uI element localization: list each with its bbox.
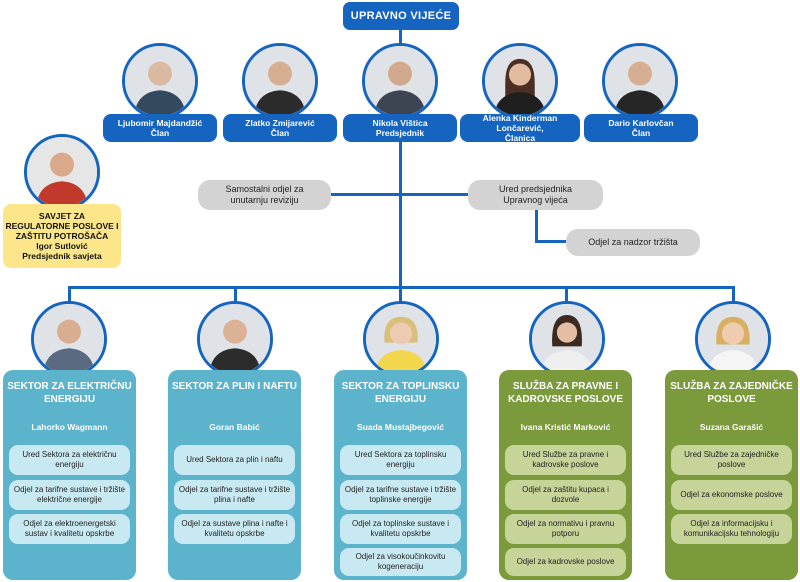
- unit-box: Odjel za normativu i pravnu potporu: [505, 514, 626, 544]
- sector-head-name: Goran Babić: [209, 422, 260, 432]
- connector-sector-2: [234, 286, 237, 306]
- office-line: Upravnog vijeća: [503, 195, 568, 205]
- sector-3-head-photo: [363, 301, 439, 377]
- advisor-title-line2: REGULATORNE POSLOVE I: [5, 221, 119, 231]
- sector-head-name: Lahorko Wagmann: [31, 422, 108, 432]
- member-name: Alenka Kinderman Lončarević,: [482, 113, 558, 133]
- sector-5-head-photo: [695, 301, 771, 377]
- internal-audit-office: Samostalni odjel za unutarnju reviziju: [198, 180, 331, 210]
- member-role: Član: [150, 128, 170, 138]
- connector-market-v: [535, 208, 538, 242]
- sector-title: SEKTOR ZA ELEKTRIČNU ENERGIJU: [7, 381, 132, 405]
- connector-sector-3: [399, 286, 402, 306]
- advisor-box: SAVJET ZA REGULATORNE POSLOVE I ZAŠTITU …: [3, 204, 121, 268]
- board-title: UPRAVNO VIJEĆE: [343, 2, 459, 30]
- member-name: Nikola Vištica: [372, 118, 428, 128]
- board-member-3-label: Nikola Vištica Predsjednik: [343, 114, 457, 142]
- sector-4-head-photo: [529, 301, 605, 377]
- unit-box: Odjel za elektroenergetski sustav i kval…: [9, 514, 130, 544]
- connector-sector-5: [732, 286, 735, 306]
- connector-audit: [330, 193, 470, 196]
- connector-market-h: [535, 240, 567, 243]
- member-role: Predsjednik: [375, 128, 425, 138]
- sector-thermal: SEKTOR ZA TOPLINSKU ENERGIJU Suada Musta…: [334, 370, 467, 580]
- advisor-title-line3: ZAŠTITU POTROŠAČA: [15, 231, 109, 241]
- member-name: Ljubomir Majdandžić: [117, 118, 203, 128]
- board-member-2-photo: [242, 43, 318, 119]
- member-name: Zlatko Zmijarević: [245, 118, 315, 128]
- sector-title: SLUŽBA ZA ZAJEDNIČKE POSLOVE: [670, 381, 793, 405]
- connector-trunk: [399, 140, 402, 288]
- unit-box: Odjel za tarifne sustave i tržište plina…: [174, 480, 295, 510]
- sector-1-head-photo: [31, 301, 107, 377]
- office-line: unutarnju reviziju: [230, 195, 299, 205]
- service-common-affairs: SLUŽBA ZA ZAJEDNIČKE POSLOVE Suzana Gara…: [665, 370, 798, 580]
- board-member-5-label: Dario Karlovčan Član: [584, 114, 698, 142]
- sector-title: SLUŽBA ZA PRAVNE I KADROVSKE POSLOVE: [507, 381, 624, 405]
- advisor-role: Predsjednik savjeta: [22, 251, 102, 261]
- unit-box: Ured Službe za pravne i kadrovske poslov…: [505, 445, 626, 475]
- unit-box: Odjel za toplinske sustave i kvalitetu o…: [340, 514, 461, 544]
- connector-sector-1: [68, 286, 71, 306]
- sector-gas-oil: SEKTOR ZA PLIN I NAFTU Goran Babić Ured …: [168, 370, 301, 580]
- board-member-4-photo: [482, 43, 558, 119]
- member-name: Dario Karlovčan: [608, 118, 674, 128]
- unit-box: Odjel za sustave plina i nafte i kvalite…: [174, 514, 295, 544]
- advisor-title-line1: SAVJET ZA: [38, 211, 86, 221]
- board-member-4-label: Alenka Kinderman Lončarević, Članica: [460, 113, 580, 143]
- office-line: Ured predsjednika: [498, 184, 573, 194]
- service-legal-hr: SLUŽBA ZA PRAVNE I KADROVSKE POSLOVE Iva…: [499, 370, 632, 580]
- sector-head-name: Suada Mustajbegović: [357, 422, 444, 432]
- board-member-3-photo: [362, 43, 438, 119]
- unit-box: Ured Sektora za toplinsku energiju: [340, 445, 461, 475]
- board-member-5-photo: [602, 43, 678, 119]
- market-supervision-office: Odjel za nadzor tržišta: [566, 229, 700, 256]
- unit-box: Odjel za visokoučinkovitu kogeneraciju: [340, 548, 461, 576]
- sector-head-name: Suzana Garašić: [699, 422, 764, 432]
- unit-box: Odjel za zaštitu kupaca i dozvole: [505, 480, 626, 510]
- sector-2-head-photo: [197, 301, 273, 377]
- board-member-2-label: Zlatko Zmijarević Član: [223, 114, 337, 142]
- member-role: Članica: [504, 133, 536, 143]
- president-office: Ured predsjednika Upravnog vijeća: [468, 180, 603, 210]
- unit-box: Ured Sektora za električnu energiju: [9, 445, 130, 475]
- unit-box: Odjel za tarifne sustave i tržište topli…: [340, 480, 461, 510]
- office-line: Odjel za nadzor tržišta: [588, 237, 678, 247]
- unit-box: Odjel za kadrovske poslove: [505, 548, 626, 576]
- sector-title: SEKTOR ZA PLIN I NAFTU: [172, 381, 297, 392]
- unit-box: Odjel za informacijsku i komunikacijsku …: [671, 514, 792, 544]
- advisor-name: Igor Sutlović: [36, 241, 88, 251]
- unit-box: Ured Sektora za plin i naftu: [174, 445, 295, 475]
- connector-sector-4: [565, 286, 568, 306]
- unit-box: Ured Službe za zajedničke poslove: [671, 445, 792, 475]
- connector-title-board: [399, 30, 402, 50]
- member-role: Član: [631, 128, 651, 138]
- member-role: Član: [270, 128, 290, 138]
- board-member-1-label: Ljubomir Majdandžić Član: [103, 114, 217, 142]
- unit-box: Odjel za ekonomske poslove: [671, 480, 792, 510]
- sector-head-name: Ivana Kristić Marković: [520, 422, 611, 432]
- advisor-photo: [24, 134, 100, 210]
- sector-title: SEKTOR ZA TOPLINSKU ENERGIJU: [341, 381, 460, 405]
- board-member-1-photo: [122, 43, 198, 119]
- sector-electricity: SEKTOR ZA ELEKTRIČNU ENERGIJU Lahorko Wa…: [3, 370, 136, 580]
- office-line: Samostalni odjel za: [225, 184, 304, 194]
- unit-box: Odjel za tarifne sustave i tržište elekt…: [9, 480, 130, 510]
